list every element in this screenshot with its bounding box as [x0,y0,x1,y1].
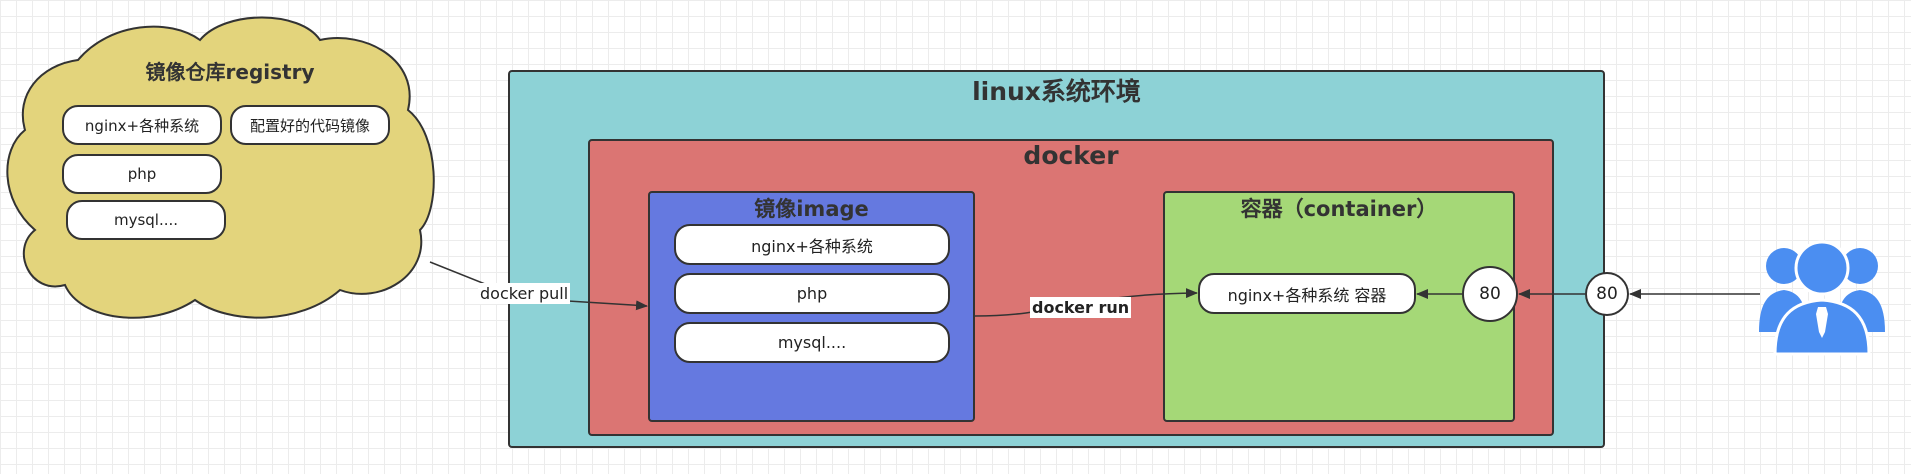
docker-run-label: docker run [1030,297,1132,318]
registry-title: 镜像仓库registry [145,60,315,84]
image-item-nginx: nginx+各种系统 [674,224,950,265]
registry-item-code-image: 配置好的代码镜像 [230,105,390,145]
image-item-mysql: mysql.... [674,322,950,363]
container-node: nginx+各种系统 容器 [1198,273,1416,314]
host-port: 80 [1585,272,1629,316]
image-title: 镜像image [754,197,869,221]
docker-pull-label: docker pull [478,283,571,304]
registry-item-nginx: nginx+各种系统 [62,105,222,145]
users-icon [1759,240,1885,356]
container-port: 80 [1462,266,1518,322]
registry-item-mysql: mysql.... [66,200,226,240]
registry-item-php: php [62,154,222,194]
container-title: 容器（container） [1240,197,1438,221]
linux-title: linux系统环境 [972,77,1141,106]
docker-title: docker [1023,141,1119,170]
image-item-php: php [674,273,950,314]
